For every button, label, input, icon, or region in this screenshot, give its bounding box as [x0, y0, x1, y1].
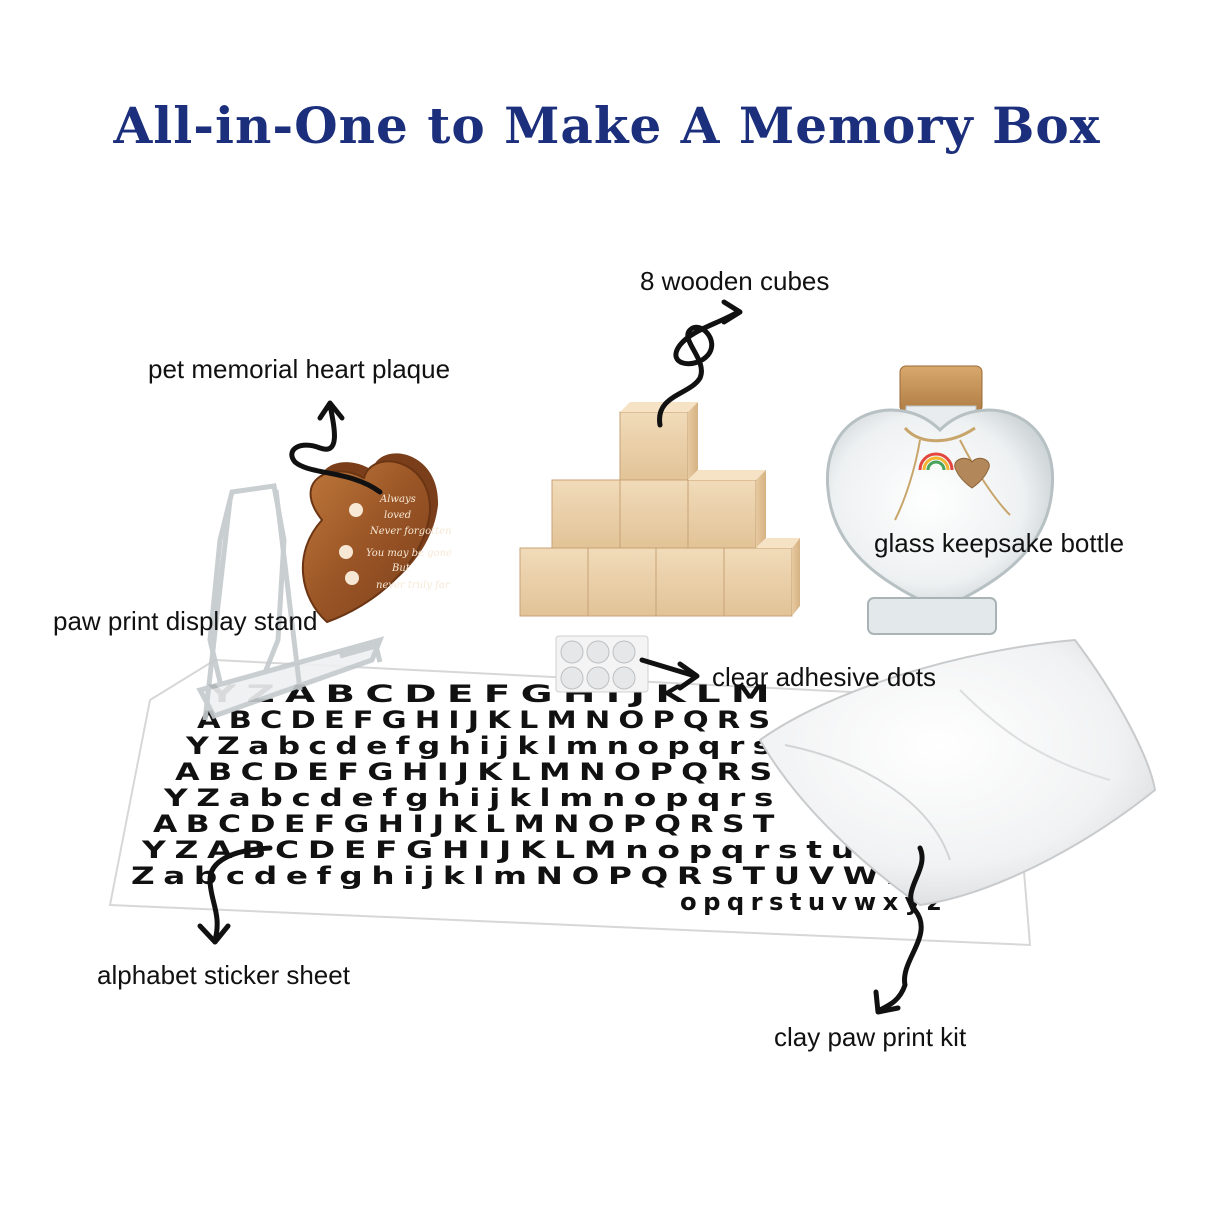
sticker-row: A B C D E F G H I J K L M N O P Q R S T	[153, 810, 775, 838]
arrow-to-cubes	[657, 309, 741, 428]
sticker-row: A B C D E F G H I J K L M N O P Q R S	[175, 758, 771, 786]
sticker-row: o p q r s t u v w x y z	[680, 888, 940, 916]
label-wooden-cubes: 8 wooden cubes	[640, 266, 830, 296]
arrow-to-plaque	[289, 402, 383, 495]
page-title: All-in-One to Make A Memory Box	[113, 96, 1101, 155]
label-keepsake-bottle: glass keepsake bottle	[874, 528, 1125, 558]
plaque-line-1: Always	[379, 494, 416, 505]
label-display-stand: paw print display stand	[53, 606, 318, 636]
sticker-row: Z a b c d e f g h i j k l m N O P Q R S …	[131, 862, 913, 890]
arrow-to-sheet	[207, 845, 273, 943]
rainbow-charm-icon	[918, 452, 954, 471]
plaque-line-5: But	[391, 563, 411, 574]
pet-memorial-heart-plaque: Always loved Never forgotten You may be …	[301, 453, 452, 624]
plaque-line-3: Never forgotten	[369, 526, 452, 537]
label-heart-plaque: pet memorial heart plaque	[148, 354, 451, 384]
paw-print-icon	[345, 571, 359, 585]
paw-print-icon	[339, 545, 353, 559]
sticker-row: Y Z a b c d e f g h i j k l m n o p q r …	[185, 732, 771, 760]
plaque-line-4: You may be gone	[366, 548, 452, 559]
clear-adhesive-dots	[555, 635, 649, 693]
plaque-line-6: never truly far	[376, 580, 451, 591]
label-sticker-sheet: alphabet sticker sheet	[97, 960, 350, 990]
sticker-row: A B C D E F G H I J K L M N O P Q R S	[197, 706, 769, 734]
wooden-cubes	[519, 402, 800, 617]
label-clay-kit: clay paw print kit	[774, 1022, 967, 1052]
paw-print-icon	[349, 503, 363, 517]
plaque-line-2: loved	[384, 510, 411, 521]
label-adhesive-dots: clear adhesive dots	[712, 662, 937, 692]
display-stand	[196, 483, 385, 721]
sticker-row: Y Z a b c d e f g h i j k l m n o p q r …	[163, 784, 773, 812]
sticker-letter-rows: Y Z A B C D E F G H I J K L MA B C D E F…	[131, 680, 941, 916]
arrow-to-dots	[639, 657, 698, 679]
glass-keepsake-bottle	[826, 365, 1054, 635]
arrow-to-clay	[877, 845, 925, 1013]
clay-paw-print-kit	[758, 638, 1157, 907]
